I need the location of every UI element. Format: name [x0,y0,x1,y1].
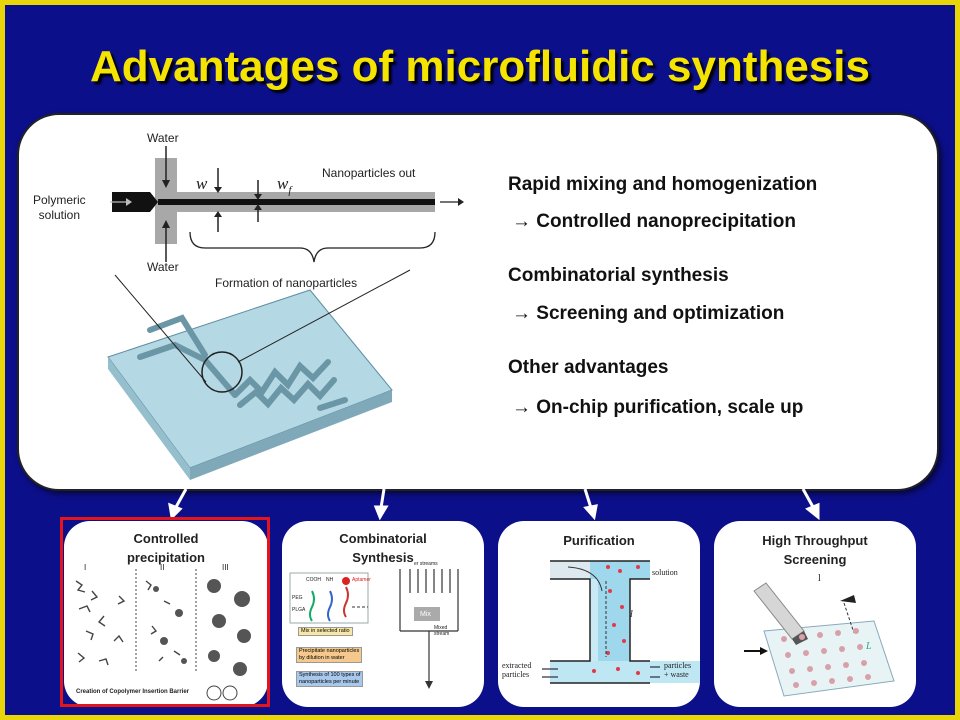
waste-line1: particles [664,661,692,670]
card-4-title-line1: High Throughput [762,533,868,548]
advantage-2-detail-text: Screening and optimization [531,303,785,324]
waste-line2: + waste [664,670,689,679]
card-3-title: Purification [563,533,635,548]
polymeric-solution-line1: Polymeric [33,193,86,207]
length-label: l [630,609,633,620]
card-1-title-line1: Controlled [133,531,199,546]
mixed-label: Mixed stream [434,625,449,637]
step-synthesis-line1: Synthesis of 100 types of [299,672,361,678]
precipitation-illustration [75,569,251,701]
selected-card-highlight [60,517,270,707]
solution-label: solution [652,568,678,577]
mixed-line1: Mixed [434,625,448,631]
mix-label: Mix [420,611,431,618]
advantage-2-detail: → Screening and optimization [512,303,784,325]
extracted-line2: particles [502,670,530,679]
step-synthesis-line2: nanoparticles per minute [299,679,360,685]
purification-illustration [542,560,700,684]
microfluidic-chip-illustration [107,289,393,480]
screening-illustration [744,582,895,697]
mixed-line2: stream [434,631,450,637]
wf-subscript: f [288,184,292,197]
roman-label-2: II [160,563,165,572]
card-2-title-line2: Synthesis [352,550,414,565]
card-controlled-precipitation[interactable]: Controlled precipitation I II III Creati… [64,521,268,707]
arrow-icon: → [512,397,531,418]
formation-label: Formation of nanoparticles [215,276,358,290]
roman-label-1: I [84,563,87,572]
arrow-icon: → [512,303,531,324]
screening-L-label: L [866,641,872,652]
aptamer-label: Aptamer [352,577,371,583]
polymeric-solution-line2: solution [38,208,81,222]
w-label: w [196,174,208,193]
advantage-1-heading: Rapid mixing and homogenization [508,174,818,195]
nanoparticles-out-label: Nanoparticles out [322,166,416,180]
arrow-icon: → [512,211,531,232]
step-synthesis: Synthesis of 100 types of nanoparticles … [296,671,364,687]
card-1-caption: Creation of Copolymer Insertion Barrier [76,689,190,695]
advantage-3-heading: Other advantages [508,357,669,378]
advantage-1-detail-text: Controlled nanoprecipitation [531,211,796,232]
card-1-title: Controlled precipitation [64,529,268,567]
screening-l-label: l [818,573,821,584]
card-combinatorial-synthesis[interactable]: Combinatorial Synthesis er streams COOH … [282,521,484,707]
card-4-title-line2: Screening [783,552,847,567]
card-2-title-line1: Combinatorial [339,531,427,546]
roman-label-3: III [222,563,229,572]
nh-label: NH [326,577,334,583]
wf-main: w [277,174,289,193]
extracted-line1: extracted [502,661,532,670]
combinatorial-illustration [289,569,459,689]
peg-label: PEG [292,595,303,601]
water-top-label: Water [147,131,179,145]
advantage-1-detail: → Controlled nanoprecipitation [512,211,796,233]
streams-label: er streams [414,561,438,567]
polymeric-solution-label: Polymeric solution [33,193,86,223]
plga-label: PLGA [292,607,306,613]
slide-title: Advantages of microfluidic synthesis [90,42,870,91]
card-1-title-line2: precipitation [126,550,205,565]
card-purification[interactable]: Purification solution l extracted partic… [498,521,700,707]
step-precipitate-line2: by dilution in water [299,655,345,661]
extracted-label: extracted particles [502,661,531,679]
advantage-2-heading: Combinatorial synthesis [508,265,729,286]
step-precipitate-line1: Precipitate nanoparticles [299,648,360,654]
card-2-title: Combinatorial Synthesis [282,529,484,567]
advantage-3-detail: → On-chip purification, scale up [512,397,803,419]
advantage-3-detail-text: On-chip purification, scale up [536,397,804,418]
step-mix-ratio: Mix in selected ratio [298,627,353,636]
cooh-label: COOH [306,577,321,583]
wf-label: wf [277,174,291,196]
step-precipitate: Precipitate nanoparticles by dilution in… [296,647,363,663]
waste-label: particles + waste [664,661,691,679]
water-bottom-label: Water [147,260,179,274]
card-high-throughput-screening[interactable]: High Throughput Screening l L [714,521,916,707]
card-4-title: High Throughput Screening [714,531,916,569]
